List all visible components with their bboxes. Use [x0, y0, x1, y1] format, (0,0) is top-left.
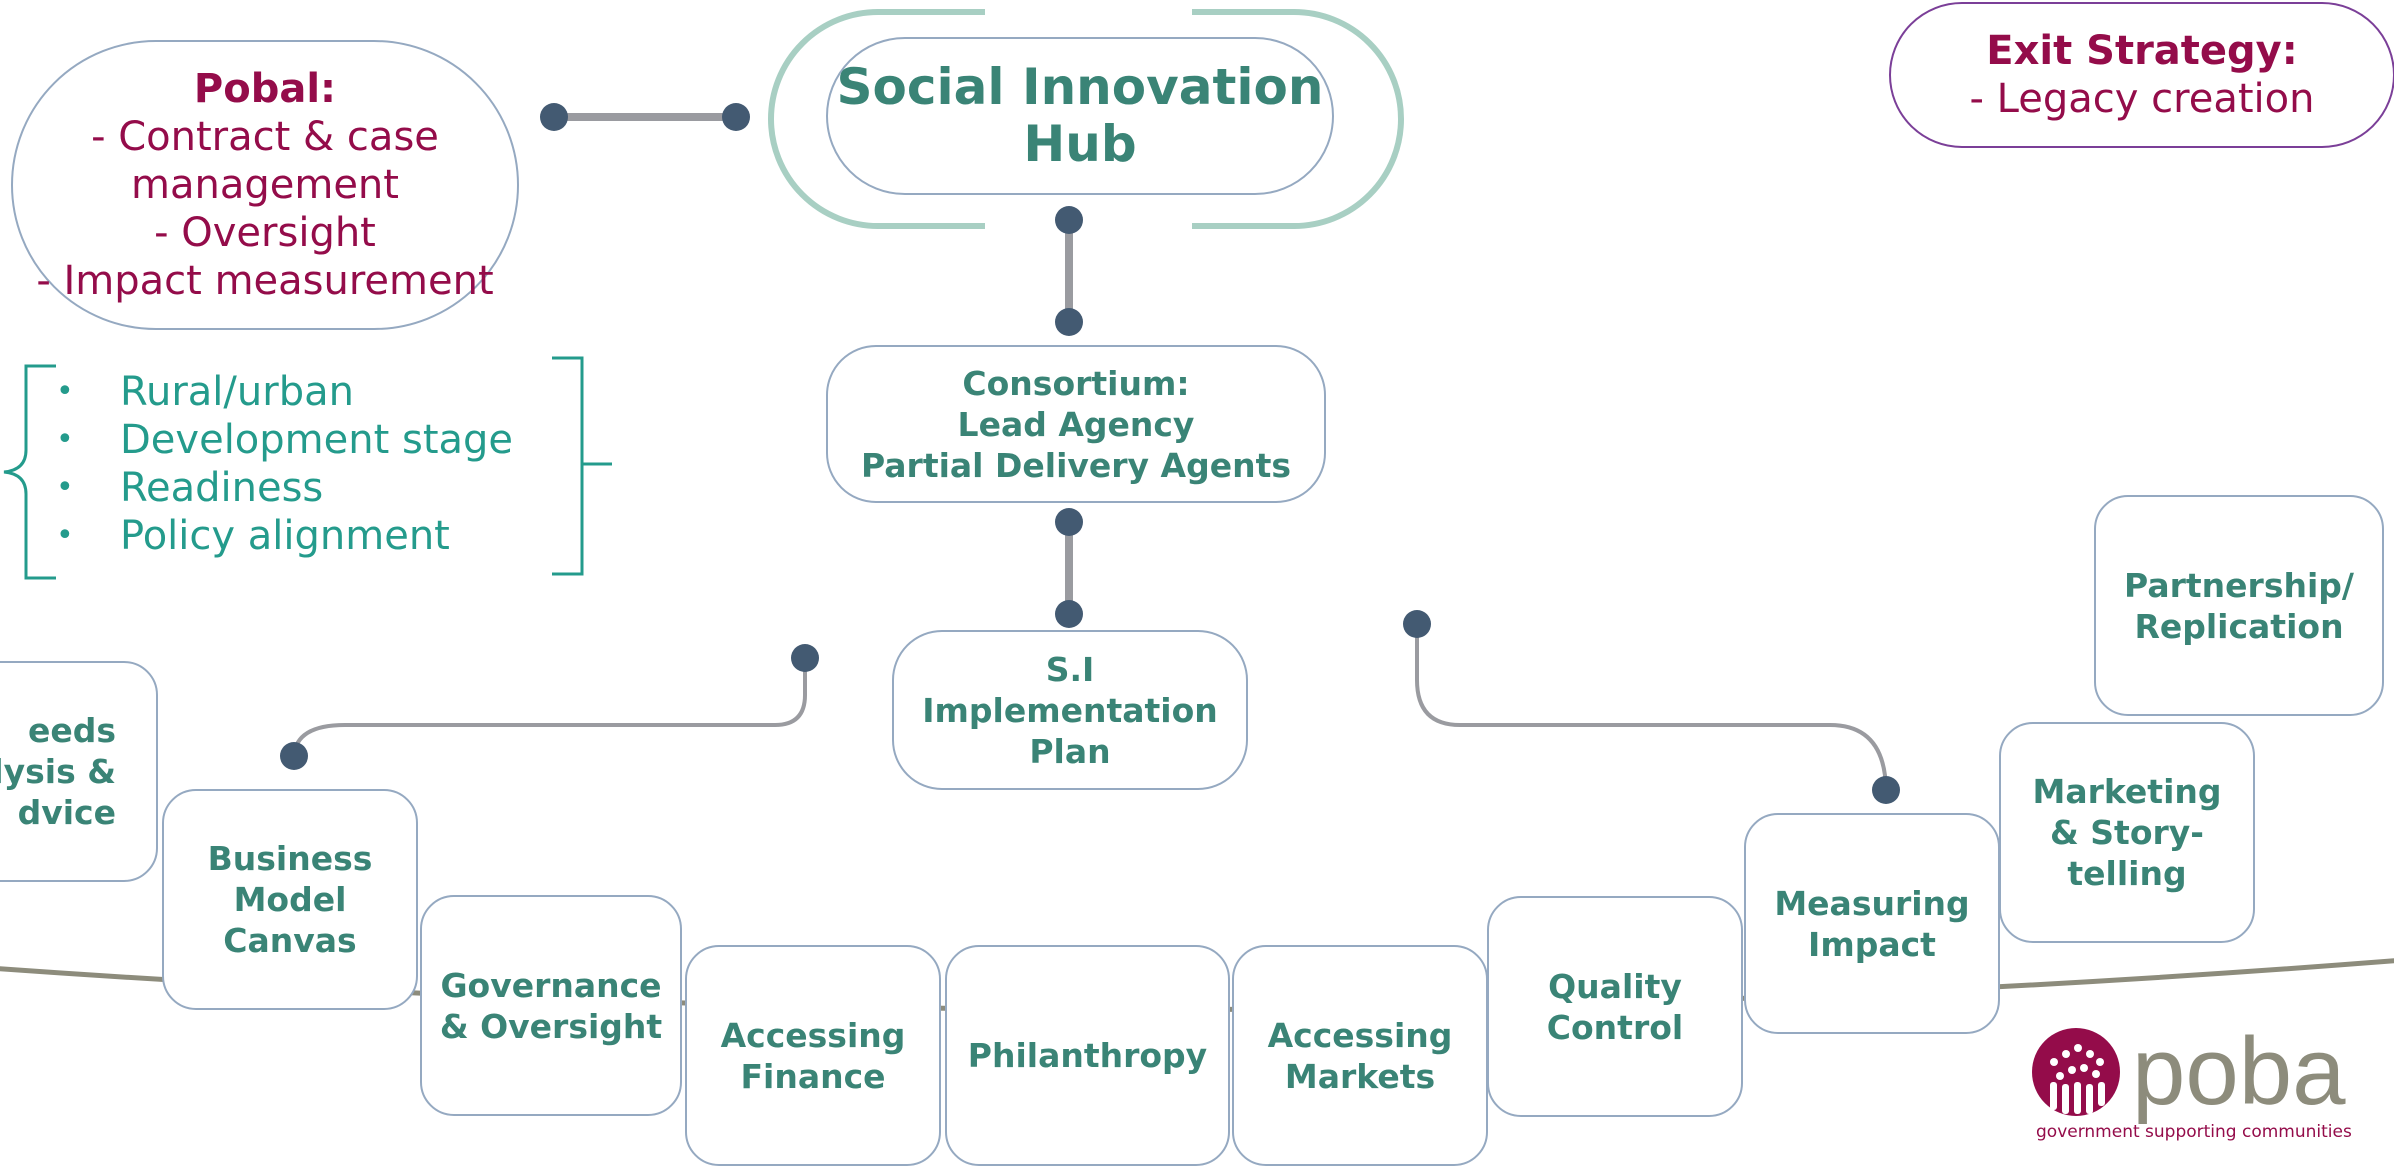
pobal-title: Pobal: — [193, 66, 337, 112]
logo-tagline: government supporting communities — [2036, 1122, 2352, 1142]
pobal-line: management — [131, 162, 399, 208]
stage-label: Governance — [440, 965, 662, 1005]
pobal-line: - Contract & case — [91, 114, 439, 160]
bullet: • — [56, 422, 74, 457]
exit-strategy-title: Exit Strategy: — [1986, 28, 2298, 74]
criteria-item: • Development stage — [56, 416, 513, 464]
criteria-label: Development stage — [120, 417, 514, 463]
stage-measuring-impact: Measuring Impact — [1744, 813, 2000, 1034]
hub-outer-frame — [768, 9, 985, 229]
bullet: • — [56, 374, 74, 409]
hub-title-line: Social Innovation — [836, 58, 1324, 116]
stage-label: Business — [207, 839, 373, 878]
criteria-item: • Rural/urban — [56, 368, 513, 416]
stage-label: Model — [233, 880, 347, 919]
stage-accessing-markets: Accessing Markets — [1232, 945, 1488, 1166]
criteria-label: Policy alignment — [120, 513, 450, 559]
stage-label: Impact — [1808, 924, 1936, 964]
criteria-left-bracket — [3, 364, 56, 580]
stage-label: & Story- — [2050, 813, 2204, 852]
stage-label: Replication — [2134, 606, 2344, 646]
stage-label: Marketing — [2032, 772, 2222, 811]
stage-label: dvice — [17, 793, 116, 832]
stage-philanthropy: Philanthropy — [945, 945, 1230, 1166]
criteria-item: • Policy alignment — [56, 512, 513, 560]
stage-label: alysis & — [0, 752, 116, 791]
stage-label: Markets — [1284, 1056, 1436, 1096]
bullet: • — [56, 470, 74, 505]
pobal-line: - Oversight — [154, 210, 376, 256]
consortium-box: Consortium: Lead Agency Partial Delivery… — [826, 345, 1326, 503]
consortium-line: Lead Agency — [957, 404, 1195, 444]
stage-label: Canvas — [223, 921, 357, 960]
criteria-label: Rural/urban — [120, 369, 354, 415]
exit-strategy-line: - Legacy creation — [1969, 76, 2315, 122]
consortium-line: Partial Delivery Agents — [860, 445, 1291, 485]
stage-label: telling — [2067, 854, 2187, 893]
bullet: • — [56, 518, 74, 553]
stage-governance-oversight: Governance & Oversight — [420, 895, 682, 1116]
plan-line: Implementation — [922, 690, 1218, 730]
stage-label: Accessing — [1267, 1015, 1453, 1055]
stage-accessing-finance: Accessing Finance — [685, 945, 941, 1166]
stage-label: eeds — [27, 711, 116, 750]
plan-business-connector — [292, 658, 807, 757]
stage-business-model-canvas: Business Model Canvas — [162, 789, 418, 1010]
social-innovation-hub: Social Innovation Hub — [826, 37, 1334, 195]
stage-label: Partnership/ — [2124, 565, 2354, 605]
pobal-role-box: Pobal: - Contract & case management - Ov… — [11, 40, 519, 330]
hub-title-line: Hub — [1023, 115, 1137, 173]
pobal-line: - Impact measurement — [36, 258, 494, 304]
criteria-label: Readiness — [120, 465, 324, 511]
stage-label: Accessing — [720, 1015, 906, 1055]
stage-label: Philanthropy — [967, 1036, 1208, 1075]
implementation-plan-box: S.I Implementation Plan — [892, 630, 1248, 790]
stage-marketing-storytelling: Marketing & Story- telling — [1999, 722, 2255, 943]
exit-strategy-box: Exit Strategy: - Legacy creation — [1889, 2, 2394, 148]
criteria-right-bracket — [552, 356, 612, 576]
stage-label: Finance — [740, 1056, 886, 1096]
plan-line: Plan — [1029, 731, 1111, 771]
stage-partnership-replication: Partnership/ Replication — [2094, 495, 2384, 716]
logo-wordmark: pobal — [2132, 1024, 2352, 1125]
stage-quality-control: Quality Control — [1487, 896, 1743, 1117]
plan-measuring-connector — [1415, 624, 1888, 791]
stage-label: & Oversight — [439, 1006, 663, 1046]
plan-line: S.I — [1045, 649, 1095, 689]
stage-label: Measuring — [1774, 883, 1970, 923]
pobal-logo: pobal — [2032, 1024, 2352, 1125]
stage-label: Control — [1546, 1007, 1684, 1047]
consortium-line: Consortium: — [962, 363, 1190, 403]
stage-needs-analysis: eeds alysis & dvice — [0, 661, 158, 882]
criteria-item: • Readiness — [56, 464, 513, 512]
selection-criteria-list: • Rural/urban • Development stage • Readine… — [56, 368, 513, 560]
stage-label: Quality — [1548, 966, 1682, 1006]
